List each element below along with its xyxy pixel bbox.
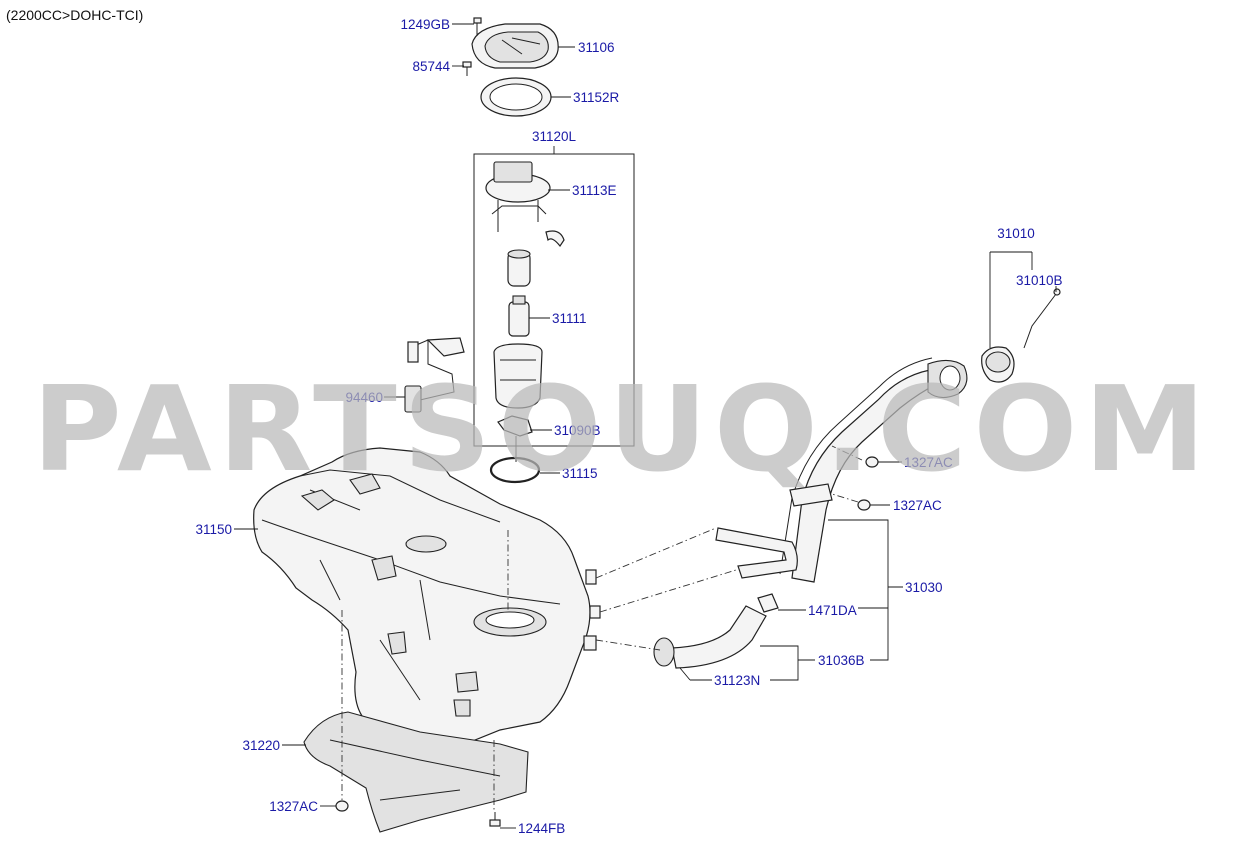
screw-85744-illustration [462, 61, 472, 76]
part-label-31010b[interactable]: 31010B [1016, 273, 1063, 288]
pump-reservoir-illustration [493, 343, 543, 409]
part-label-31113e[interactable]: 31113E [572, 183, 617, 198]
cover-plate-illustration [471, 23, 559, 69]
fuel-pump-motor-illustration [508, 295, 530, 337]
part-label-31106[interactable]: 31106 [578, 40, 615, 55]
fuel-cap-illustration [981, 346, 1015, 383]
engine-spec-header: (2200CC>DOHC-TCI) [6, 7, 143, 23]
part-label-31030[interactable]: 31030 [905, 580, 943, 595]
part-label-31123n[interactable]: 31123N [714, 673, 760, 688]
filler-neck-illustration [779, 357, 968, 583]
part-label-31115[interactable]: 31115 [562, 466, 598, 481]
screw-1249gb-illustration [473, 17, 482, 36]
part-label-31220[interactable]: 31220 [242, 738, 280, 753]
jet-pump-illustration [497, 415, 533, 437]
retainer-ring-illustration [480, 77, 552, 117]
nut-1327ac-bottom-illustration [335, 800, 349, 812]
part-label-31090b[interactable]: 31090B [554, 423, 601, 438]
part-label-1244fb[interactable]: 1244FB [518, 821, 565, 836]
part-label-31150[interactable]: 31150 [195, 522, 232, 537]
part-label-31010[interactable]: 31010 [997, 226, 1035, 241]
part-label-1327ac-bottom[interactable]: 1327AC [269, 799, 318, 814]
clamp-1471da-illustration [757, 593, 779, 613]
pump-flange-illustration [485, 161, 565, 248]
part-label-31120l[interactable]: 31120L [532, 129, 577, 144]
part-label-1327ac-middle[interactable]: 1327AC [893, 498, 942, 513]
watermark-text: PARTSOUQ.COM [32, 360, 1212, 498]
part-label-94460[interactable]: 94460 [345, 390, 383, 405]
part-label-31111[interactable]: 31111 [552, 311, 587, 326]
part-label-1471da[interactable]: 1471DA [808, 603, 857, 618]
part-label-1249gb[interactable]: 1249GB [400, 17, 450, 32]
level-sender-illustration [404, 337, 465, 413]
o-ring-illustration [489, 456, 541, 484]
pump-filter-illustration [507, 249, 531, 287]
part-label-1327ac-upper[interactable]: 1327AC [904, 455, 953, 470]
vent-hose-illustration [715, 527, 798, 579]
filler-hose-illustration [653, 605, 767, 669]
part-label-85744[interactable]: 85744 [412, 59, 450, 74]
cap-tether-illustration [1023, 288, 1061, 349]
nut-1327ac-middle-illustration [857, 499, 871, 511]
heat-shield-illustration [303, 711, 529, 833]
part-label-31036b[interactable]: 31036B [818, 653, 865, 668]
part-label-31152r[interactable]: 31152R [573, 90, 620, 105]
fuel-tank-illustration [253, 447, 601, 744]
bolt-1244fb-illustration [489, 812, 501, 827]
